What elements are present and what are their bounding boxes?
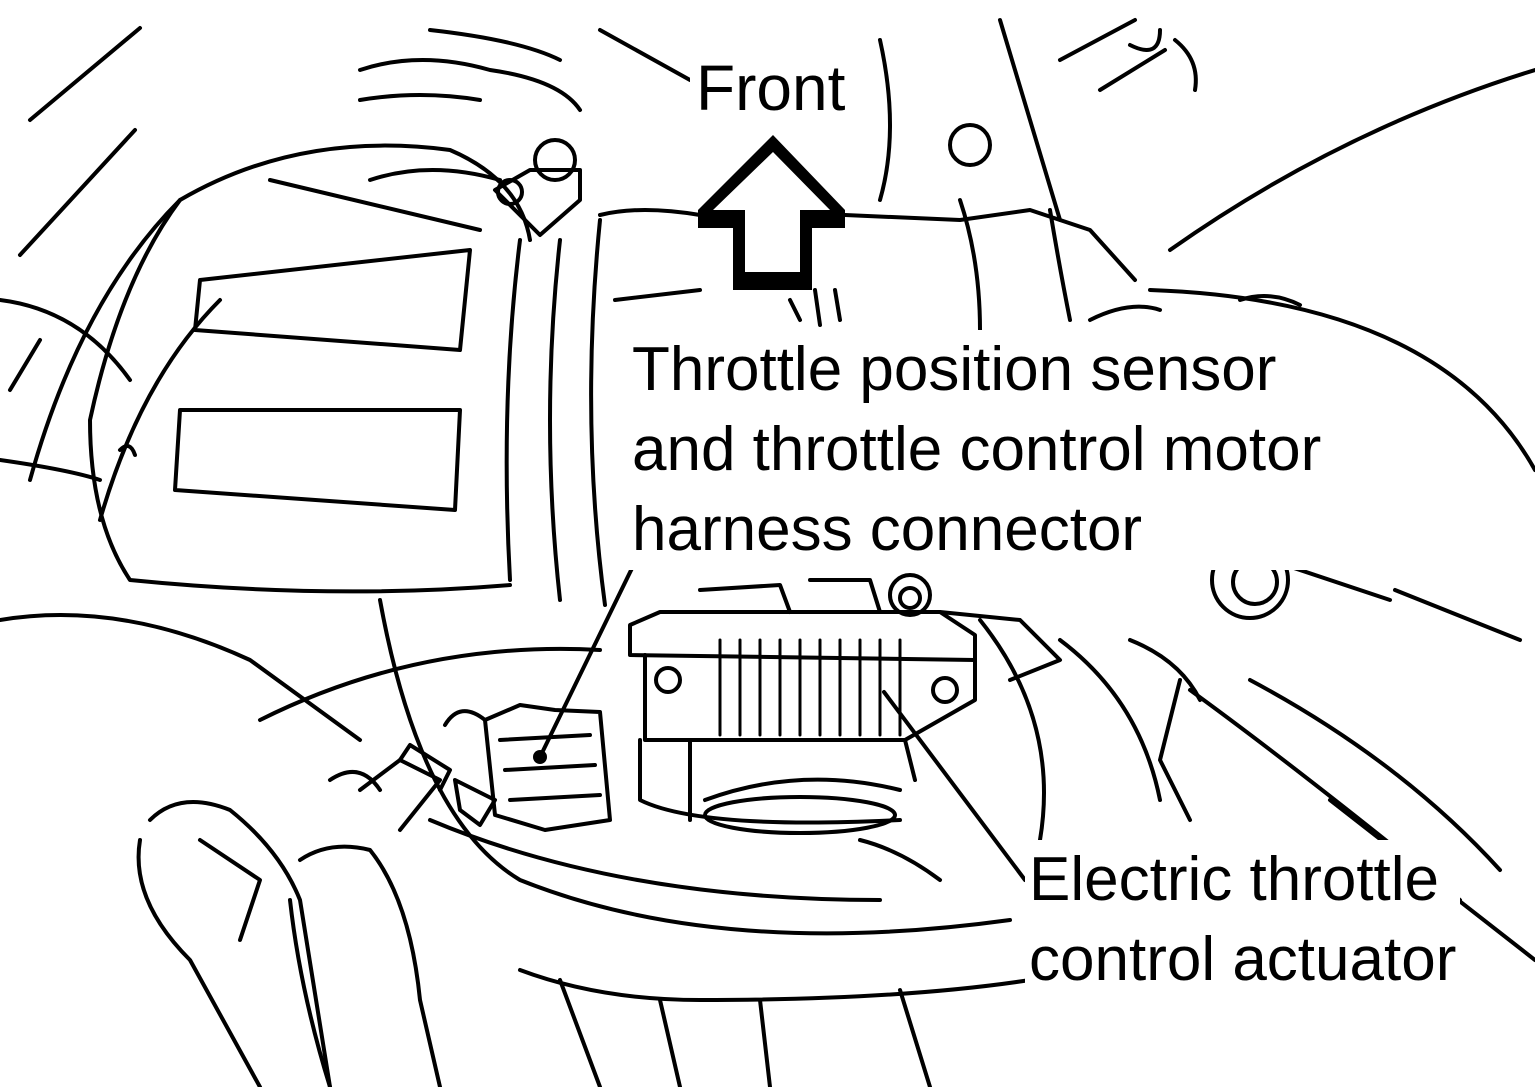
- sensor-connector-label-line-2: and throttle control motor: [632, 415, 1322, 484]
- arrow-up-icon: [698, 135, 845, 290]
- front-label: Front: [690, 48, 852, 128]
- harness-connector: [443, 703, 612, 832]
- manifold-body: [258, 598, 1202, 1087]
- leader-lines: [538, 558, 1027, 882]
- sensor-connector-label-line-3: harness connector: [632, 495, 1143, 564]
- actuator-label-line-2: control actuator: [1029, 925, 1457, 994]
- actuator-label-line-1: Electric throttle: [1029, 845, 1440, 914]
- sensor-connector-label-line-1: Throttle position sensor: [632, 335, 1277, 404]
- intake-tube: [598, 18, 1302, 332]
- actuator-label: Electric throttle control actuator: [1025, 840, 1461, 1000]
- sensor-connector-label: Throttle position sensor and throttle co…: [628, 330, 1326, 570]
- throttle-actuator: [628, 573, 1062, 835]
- hose-clamp: [493, 138, 582, 237]
- air-intake-duct: [28, 28, 607, 607]
- lower-hoses: [136, 743, 452, 1087]
